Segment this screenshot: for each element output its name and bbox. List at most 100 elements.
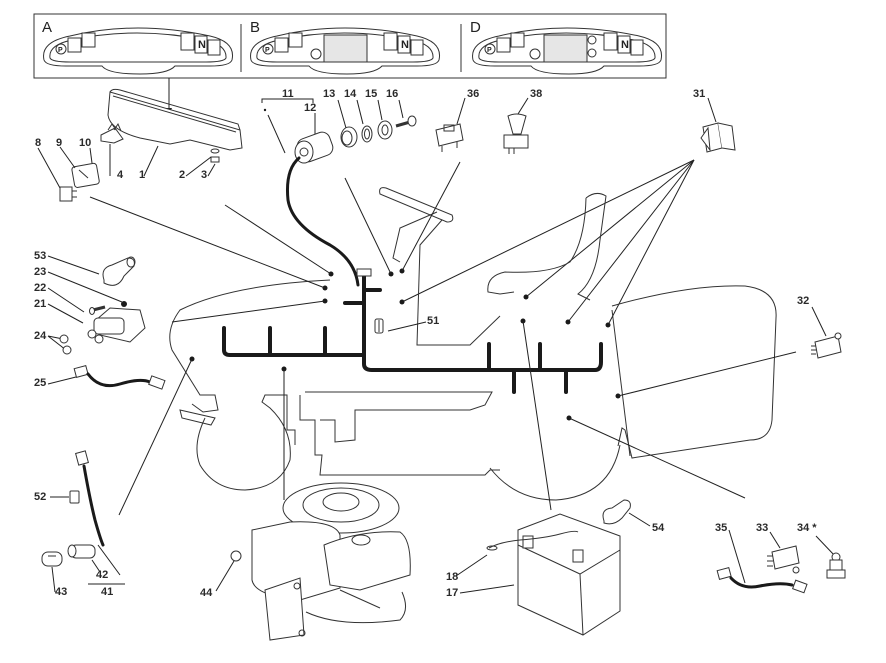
part-label: 2 bbox=[179, 169, 185, 181]
part-bracket bbox=[100, 122, 124, 144]
extra-indicator-icon bbox=[587, 35, 597, 45]
part-label: 16 bbox=[386, 88, 398, 100]
part-label: 14 bbox=[344, 88, 357, 100]
dashboard-variant-d: D P N bbox=[470, 19, 663, 75]
leader-line bbox=[517, 97, 529, 115]
part-label: 35 bbox=[715, 522, 727, 534]
leader-line bbox=[47, 271, 123, 303]
part-switch-8 bbox=[59, 186, 77, 202]
part-label: 33 bbox=[756, 522, 768, 534]
extra-indicator-icon bbox=[587, 48, 597, 58]
part-microswitch-32 bbox=[811, 332, 842, 359]
part-dashboard-panel bbox=[107, 88, 243, 151]
leader-line bbox=[811, 306, 827, 337]
battery-indicator-icon bbox=[410, 39, 424, 56]
seat-indicator-icon bbox=[603, 32, 618, 51]
display-screen bbox=[543, 34, 588, 63]
leader-line bbox=[456, 97, 466, 125]
part-label: 3 bbox=[201, 169, 207, 181]
part-ignition-washer bbox=[361, 125, 373, 143]
part-nut-44 bbox=[230, 550, 242, 562]
leader-line bbox=[267, 114, 286, 154]
part-cable-35 bbox=[716, 566, 808, 594]
part-terminal-nuts-24 bbox=[59, 334, 72, 355]
marker-dot bbox=[263, 108, 267, 112]
neutral-indicator-icon bbox=[617, 35, 631, 54]
parking-symbol: P bbox=[487, 47, 492, 54]
part-label: 31 bbox=[693, 88, 705, 100]
part-ignition-key bbox=[395, 115, 417, 128]
part-label: 17 bbox=[446, 587, 458, 599]
part-bulb-43 bbox=[41, 551, 63, 567]
fuel-indicator-icon bbox=[67, 37, 82, 53]
parking-symbol: P bbox=[58, 47, 63, 54]
part-label: 15 bbox=[365, 88, 377, 100]
kit-bracket bbox=[261, 98, 314, 103]
seat-indicator-icon bbox=[383, 32, 398, 51]
leader-line bbox=[37, 147, 61, 189]
part-label: 18 bbox=[446, 571, 458, 583]
part-clip-51 bbox=[374, 318, 384, 334]
part-label: 25 bbox=[34, 377, 46, 389]
leader-line bbox=[815, 535, 836, 557]
variant-letter: B bbox=[250, 19, 260, 36]
part-pull-switch-38 bbox=[503, 113, 529, 154]
blade-indicator-icon bbox=[510, 32, 525, 48]
fuel-indicator-icon bbox=[274, 37, 289, 53]
neutral-symbol: N bbox=[621, 39, 629, 51]
dashboard-variants-box: A P N B P N bbox=[33, 13, 667, 79]
leader-line bbox=[387, 321, 427, 332]
part-clip-52 bbox=[69, 490, 80, 504]
variant-letter: D bbox=[470, 19, 481, 36]
dashboard-variant-a: A P N bbox=[42, 19, 234, 75]
dashboard-outline bbox=[250, 27, 441, 75]
tractor-body-outline bbox=[169, 187, 777, 501]
ignition-wire bbox=[286, 156, 360, 287]
part-switch-9 bbox=[71, 162, 100, 188]
fuel-indicator-icon bbox=[496, 37, 511, 53]
dashboard-outline bbox=[472, 27, 663, 75]
leader-line bbox=[47, 303, 84, 324]
leader-line bbox=[143, 145, 159, 177]
leader-line bbox=[47, 287, 85, 313]
leader-line bbox=[215, 560, 235, 592]
part-label: 21 bbox=[34, 298, 46, 310]
seat-indicator-icon bbox=[180, 32, 195, 51]
part-label: 23 bbox=[34, 266, 46, 278]
part-label: 54 bbox=[652, 522, 665, 534]
part-ignition-bezel bbox=[340, 126, 358, 148]
connection-points bbox=[89, 161, 797, 516]
part-label: 10 bbox=[79, 137, 91, 149]
lamp-wire bbox=[82, 464, 105, 547]
part-label: 52 bbox=[34, 491, 46, 503]
battery-indicator-icon bbox=[630, 39, 644, 56]
leader-line bbox=[89, 147, 93, 164]
leader-line bbox=[707, 97, 717, 123]
neutral-symbol: N bbox=[198, 39, 206, 51]
leader-line bbox=[728, 529, 746, 584]
leader-fan-31 bbox=[401, 159, 695, 326]
variant-letter: A bbox=[42, 19, 52, 36]
part-cable-25 bbox=[73, 364, 166, 390]
part-label: 51 bbox=[427, 315, 439, 327]
part-ignition-nut bbox=[377, 120, 393, 140]
wiring-harness bbox=[222, 268, 603, 394]
part-label: 38 bbox=[530, 88, 542, 100]
part-terminal-cover-53 bbox=[102, 256, 136, 286]
leader-line bbox=[47, 255, 100, 275]
leader-line bbox=[459, 584, 515, 594]
part-microswitch-33 bbox=[767, 545, 800, 574]
display-screen bbox=[323, 34, 368, 63]
part-label: 4 bbox=[117, 169, 124, 181]
hour-meter-button-icon bbox=[529, 48, 541, 60]
part-label: 11 bbox=[282, 88, 294, 100]
parking-symbol: P bbox=[265, 47, 270, 54]
parking-indicator-icon bbox=[484, 43, 496, 55]
part-engine bbox=[251, 482, 411, 641]
part-ignition-switch bbox=[294, 131, 334, 164]
part-label: 8 bbox=[35, 137, 41, 149]
part-screw-22 bbox=[89, 305, 106, 315]
leader-line bbox=[356, 99, 364, 125]
dashboard-variant-b: B P N bbox=[250, 19, 441, 75]
